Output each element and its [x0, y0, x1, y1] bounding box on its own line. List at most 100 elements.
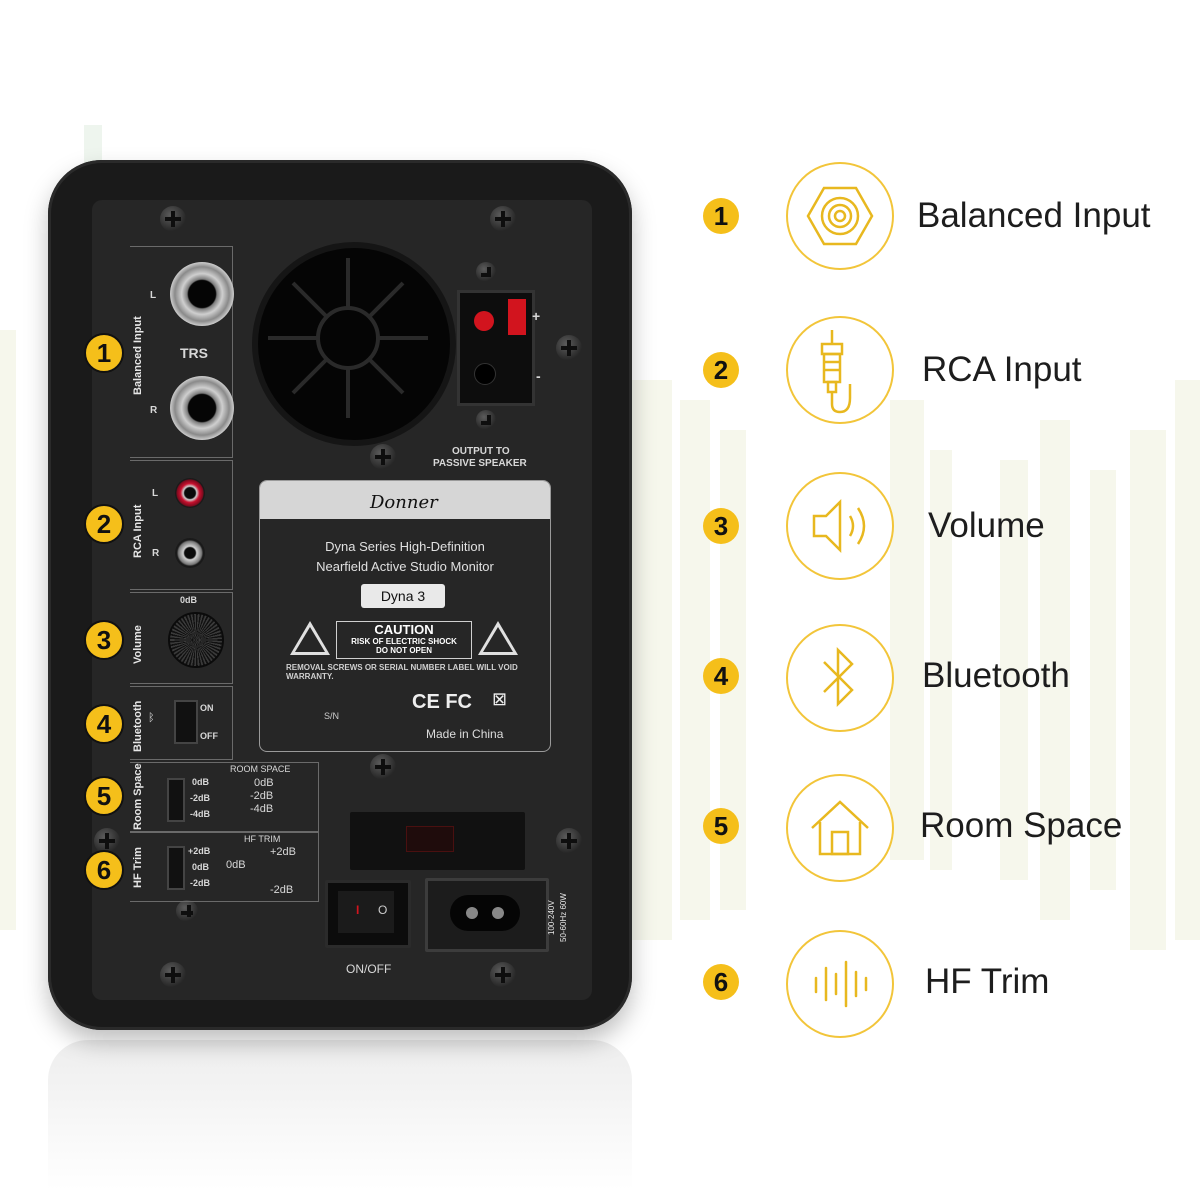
- feature-label: Volume: [928, 506, 1045, 545]
- bluetooth-icon-small: ᛒ: [148, 712, 155, 724]
- trs-jack-right[interactable]: [170, 376, 234, 440]
- switch-off-mark: O: [378, 903, 388, 917]
- lightning-warning-icon: [290, 621, 330, 655]
- feature-label: Room Space: [920, 806, 1123, 845]
- output-line-1: OUTPUT TO: [452, 446, 510, 457]
- terminal-red-button: [474, 311, 494, 331]
- bt-on-label: ON: [200, 703, 214, 713]
- hf-level-2: -2dB: [190, 878, 210, 888]
- room-space-section: [130, 762, 319, 832]
- feature-number: 4: [703, 658, 739, 694]
- hf-trim-title: HF TRIM: [244, 834, 281, 844]
- socket-pin: [466, 907, 478, 919]
- feature-row-balanced-input: 1 Balanced Input: [0, 156, 1200, 276]
- hf-level-0: +2dB: [188, 846, 211, 856]
- bass-port: [252, 242, 456, 446]
- feature-number: 3: [703, 508, 739, 544]
- trs-label: TRS: [180, 345, 208, 361]
- bluetooth-switch[interactable]: [174, 700, 198, 744]
- hf-trim-switch[interactable]: [167, 846, 185, 890]
- badge-4: 4: [84, 704, 124, 744]
- series-line-1: Dyna Series High-Definition: [325, 539, 485, 554]
- terminal-black-button: [474, 363, 496, 385]
- weee-icon: ⊠: [492, 689, 508, 709]
- series-line-2: Nearfield Active Studio Monitor: [316, 559, 494, 574]
- caution-sub-1: RISK OF ELECTRIC SHOCK: [351, 637, 457, 646]
- screw: [176, 900, 198, 922]
- exclamation-warning-icon: [478, 621, 518, 655]
- rca-left-label: L: [152, 488, 159, 499]
- speaker-volume-icon: [786, 472, 894, 580]
- terminal-minus: -: [536, 368, 541, 384]
- feature-number: 1: [703, 198, 739, 234]
- cert-marks: CE FC: [412, 691, 472, 713]
- bluetooth-section: [130, 686, 233, 760]
- feature-row-bluetooth: 4 Bluetooth: [0, 620, 1200, 740]
- rca-plug-icon: [786, 316, 894, 424]
- screw: [476, 262, 496, 282]
- room-level-0: 0dB: [192, 777, 210, 787]
- feature-row-hf-trim: 6 HF Trim: [0, 926, 1200, 1046]
- screw: [556, 335, 582, 361]
- room-level-1-graph: -2dB: [250, 790, 274, 802]
- terminal-plus: +: [532, 308, 541, 324]
- screw: [490, 962, 516, 988]
- hf-level-2-graph: -2dB: [270, 884, 294, 896]
- feature-row-volume: 3 Volume: [0, 466, 1200, 586]
- terminal-red-clip: [508, 299, 526, 335]
- house-icon: [786, 774, 894, 882]
- volume-knob[interactable]: [168, 612, 224, 668]
- badge-5: 5: [84, 776, 124, 816]
- room-space-switch[interactable]: [167, 778, 185, 822]
- screw: [556, 828, 582, 854]
- speaker-reflection: [48, 1040, 632, 1190]
- balanced-input-section: [130, 246, 233, 458]
- warranty-text: REMOVAL SCREWS OR SERIAL NUMBER LABEL WI…: [286, 663, 518, 681]
- feature-number: 5: [703, 808, 739, 844]
- badge-1: 1: [84, 333, 124, 373]
- socket-recess: [450, 895, 520, 931]
- speaker-output-terminal[interactable]: [457, 290, 535, 406]
- hf-trim-section: [130, 832, 319, 902]
- trs-jack-left[interactable]: [170, 262, 234, 326]
- model-name: Dyna 3: [361, 584, 445, 608]
- caution-box: CAUTION RISK OF ELECTRIC SHOCK DO NOT OP…: [336, 621, 472, 659]
- volume-section: [130, 592, 233, 684]
- power-switch[interactable]: I O: [325, 880, 411, 948]
- label-header: Donner: [260, 481, 550, 519]
- screw: [476, 410, 496, 430]
- sn-label: S/N: [324, 711, 340, 721]
- screw: [490, 206, 516, 232]
- feature-label: Balanced Input: [917, 196, 1151, 235]
- feature-number: 6: [703, 964, 739, 1000]
- feature-label: HF Trim: [925, 962, 1050, 1001]
- volume-mark: 0dB: [180, 595, 198, 605]
- caution-sub-2: DO NOT OPEN: [375, 646, 432, 655]
- product-label: Donner Dyna Series High-Definition Nearf…: [259, 480, 551, 752]
- hf-level-1: 0dB: [192, 862, 210, 872]
- screw: [370, 444, 396, 470]
- port-grille: [268, 258, 428, 418]
- switch-rocker: [338, 891, 394, 933]
- feature-number: 2: [703, 352, 739, 388]
- on-off-label: ON/OFF: [346, 962, 392, 976]
- badge-3: 3: [84, 620, 124, 660]
- screw: [370, 754, 396, 780]
- rca-jack-left[interactable]: [175, 478, 205, 508]
- room-level-0-graph: 0dB: [254, 777, 274, 789]
- room-level-2-graph: -4dB: [250, 803, 274, 815]
- feature-row-rca-input: 2 RCA Input: [0, 310, 1200, 430]
- made-in: Made in China: [426, 727, 504, 741]
- rca-right-label: R: [152, 548, 160, 559]
- room-space-title: ROOM SPACE: [230, 764, 291, 774]
- screw: [160, 206, 186, 232]
- sound-wave-icon: [786, 930, 894, 1038]
- trs-right-label: R: [150, 405, 158, 416]
- rca-jack-right[interactable]: [175, 538, 205, 568]
- trs-left-label: L: [150, 290, 157, 301]
- caution-title: CAUTION: [374, 622, 434, 637]
- power-socket[interactable]: [425, 878, 549, 952]
- screw: [160, 962, 186, 988]
- rca-input-section: [130, 460, 233, 590]
- screw: [94, 828, 120, 854]
